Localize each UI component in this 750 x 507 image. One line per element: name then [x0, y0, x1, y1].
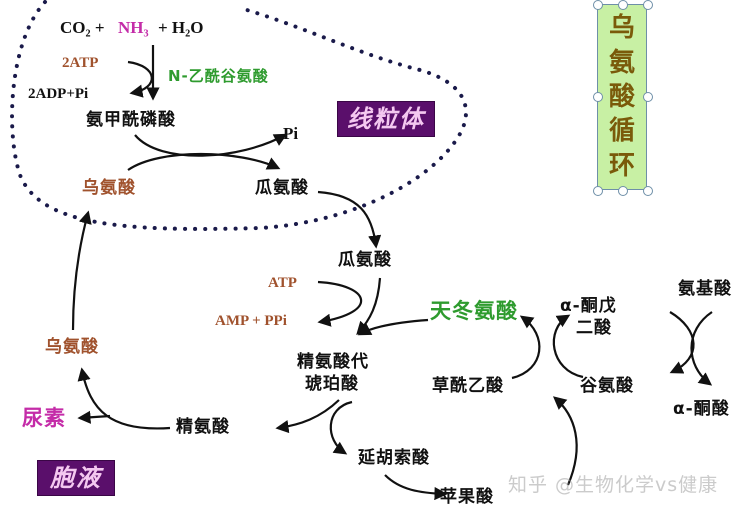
node-arginine: 精氨酸 [176, 417, 230, 437]
watermark: 知乎 @生物化学vs健康 [508, 474, 719, 496]
node-aspartate: 天冬氨酸 [430, 299, 518, 323]
resize-handle-tc[interactable] [618, 0, 628, 10]
node-alpha-ketoglutarate-line2: 二酸 [576, 318, 612, 338]
node-malate: 苹果酸 [440, 487, 494, 507]
title-char-1: 乌 [608, 13, 635, 44]
node-argininosuccinate-line2: 琥珀酸 [305, 374, 359, 394]
node-carbamoyl-phosphate: 氨甲酰磷酸 [86, 110, 176, 130]
reactants-co2: CO₂ + [60, 18, 105, 37]
amp-ppi-output: AMP + PPi [215, 313, 287, 329]
activator-n-acetylglutamate: N-乙酰谷氨酸 [168, 67, 269, 85]
resize-handle-mr[interactable] [643, 92, 653, 102]
node-oxaloacetate: 草酰乙酸 [432, 376, 504, 396]
node-alpha-keto-acid: α-酮酸 [673, 399, 730, 419]
node-argininosuccinate-line1: 精氨酸代 [297, 352, 369, 372]
node-ornithine-cytosol: 乌氨酸 [45, 337, 99, 357]
node-pi: Pi [283, 124, 299, 143]
reactants-nh3: NH₃ [118, 18, 149, 37]
title-char-5: 环 [608, 150, 635, 181]
title-char-4: 循 [608, 116, 635, 147]
adp-output: 2ADP+Pi [28, 86, 89, 102]
node-alpha-ketoglutarate-line1: α-酮戊 [560, 296, 617, 316]
resize-handle-ml[interactable] [593, 92, 603, 102]
reactants-h2o: + H₂O [158, 18, 204, 37]
region-label-mitochondria: 线粒体 [337, 101, 435, 137]
region-label-cytosol: 胞液 [37, 460, 115, 496]
node-citrulline-cytosol: 瓜氨酸 [338, 250, 392, 270]
mitochondria-boundary [10, 0, 468, 231]
atp-input: ATP [268, 275, 297, 291]
resize-handle-bc[interactable] [618, 186, 628, 196]
resize-handle-tl[interactable] [593, 0, 603, 10]
node-amino-acid: 氨基酸 [678, 279, 732, 299]
node-urea: 尿素 [22, 406, 66, 430]
title-char-2: 氨 [608, 47, 635, 78]
resize-handle-tr[interactable] [643, 0, 653, 10]
title-char-3: 酸 [608, 81, 635, 112]
node-fumarate: 延胡索酸 [358, 448, 430, 468]
node-ornithine-mito: 乌氨酸 [82, 178, 136, 198]
cycle-title-box[interactable]: 乌 氨 酸 循 环 [597, 4, 647, 190]
resize-handle-br[interactable] [643, 186, 653, 196]
resize-handle-bl[interactable] [593, 186, 603, 196]
node-citrulline-mito: 瓜氨酸 [255, 178, 309, 198]
node-glutamate: 谷氨酸 [580, 376, 634, 396]
atp-input-2atp: 2ATP [62, 55, 99, 71]
